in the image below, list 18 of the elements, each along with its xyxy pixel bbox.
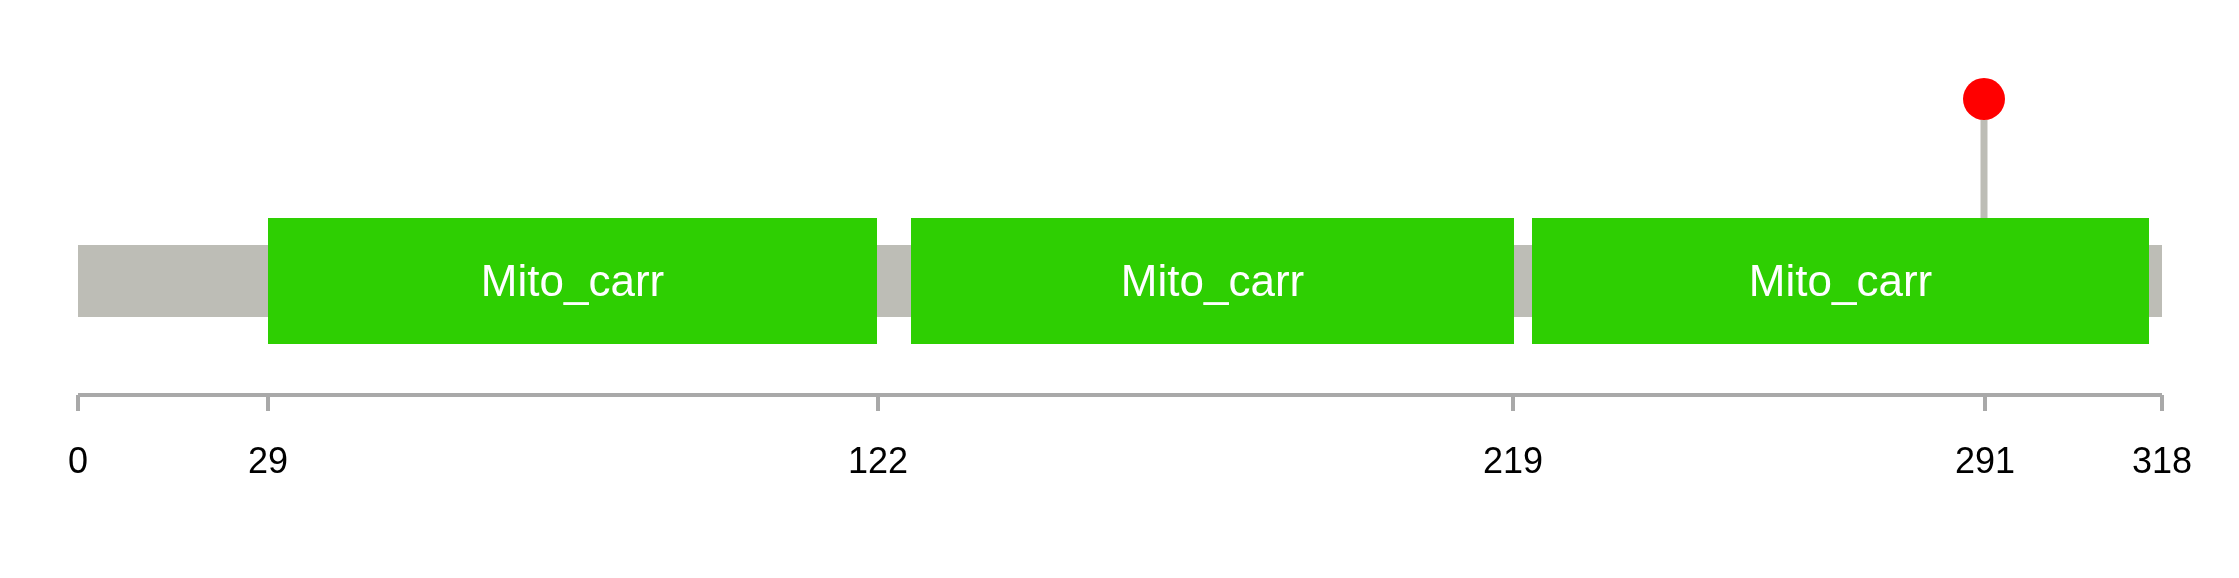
domain-box [268,218,877,344]
tick-label: 0 [68,443,88,479]
tick-label: 318 [2131,443,2193,479]
tick-label: 29 [248,443,288,479]
mutation-marker [1963,78,2005,120]
backbone-segment [877,245,911,317]
tick-label: 219 [1482,443,1544,479]
lollipop-stick [1980,120,1988,218]
backbone-segment [78,245,268,317]
domain-label: Mito_carr [1120,259,1305,303]
backbone-segment [1514,245,1532,317]
tick-label: 291 [1954,443,2016,479]
domain-box [911,218,1514,344]
domain-box [1532,218,2149,344]
backbone-segment [2149,245,2162,317]
domain-label: Mito_carr [480,259,665,303]
tick-label: 122 [847,443,909,479]
domain-label: Mito_carr [1748,259,1933,303]
